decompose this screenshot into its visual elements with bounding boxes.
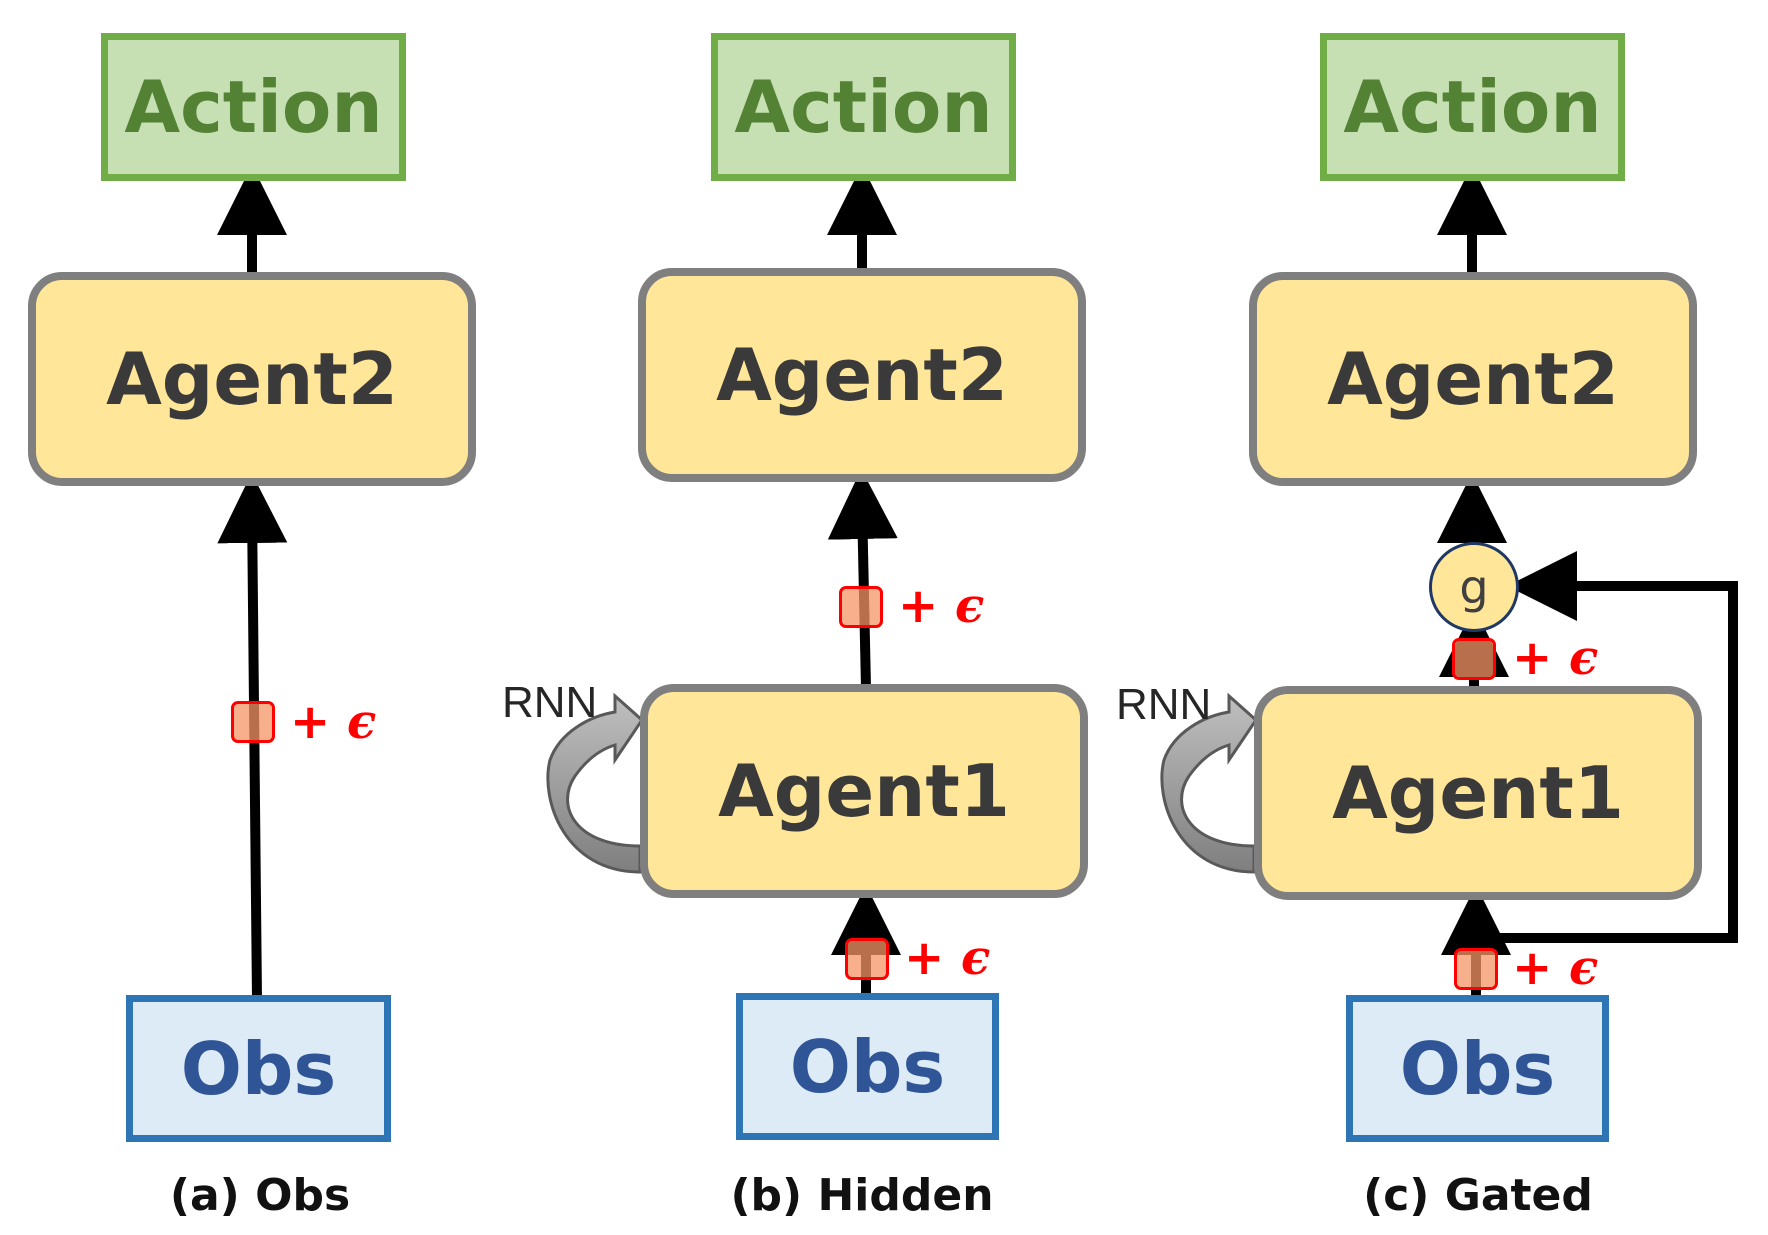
noise-label-c-obs: + ϵ [1512, 940, 1598, 996]
action-box-b: Action [711, 33, 1016, 181]
agent2-box-b: Agent2 [638, 268, 1086, 482]
agent2-box-a: Agent2 [28, 272, 476, 486]
noise-epsilon: ϵ [1568, 940, 1599, 996]
noise-plus: + [290, 694, 331, 750]
gate-node: g [1429, 542, 1519, 632]
action-label: Action [734, 65, 993, 149]
noise-plus: + [898, 578, 939, 634]
noise-label-b-hidden: + ϵ [898, 578, 984, 634]
arrow-c-obs-bypass-to-gate [1476, 551, 1738, 943]
action-label: Action [124, 65, 383, 149]
caption-c: (c) Gated [1363, 1170, 1593, 1221]
noise-marker-b-obs [845, 938, 889, 980]
agent1-box-b: Agent1 [640, 684, 1088, 898]
noise-plus: + [1512, 940, 1553, 996]
noise-marker-b-hidden [839, 586, 883, 628]
noise-marker-c-obs [1454, 948, 1498, 990]
obs-label: Obs [789, 1024, 946, 1109]
obs-label: Obs [1399, 1026, 1556, 1111]
noise-label-b-obs: + ϵ [904, 930, 990, 986]
caption-a: (a) Obs [169, 1170, 351, 1221]
obs-box-b: Obs [736, 993, 999, 1140]
action-box-c: Action [1320, 33, 1625, 181]
action-box-a: Action [101, 33, 406, 181]
caption-b: (b) Hidden [730, 1170, 994, 1221]
noise-epsilon: ϵ [960, 930, 991, 986]
noise-epsilon: ϵ [1568, 630, 1599, 686]
noise-epsilon: ϵ [954, 578, 985, 634]
gate-label: g [1459, 560, 1489, 614]
noise-label-c-hidden: + ϵ [1512, 630, 1598, 686]
agent1-box-c: Agent1 [1254, 686, 1702, 900]
agent1-label: Agent1 [718, 749, 1010, 833]
noise-epsilon: ϵ [346, 694, 377, 750]
noise-plus: + [1512, 630, 1553, 686]
noise-marker-a [231, 701, 275, 743]
obs-box-c: Obs [1346, 995, 1609, 1142]
obs-box-a: Obs [126, 995, 391, 1142]
obs-label: Obs [180, 1026, 337, 1111]
agent1-label: Agent1 [1332, 751, 1624, 835]
action-label: Action [1343, 65, 1602, 149]
rnn-loop-arrow-b [546, 692, 644, 874]
noise-marker-c-hidden [1452, 638, 1496, 680]
rnn-label-b: RNN [502, 678, 598, 727]
agent2-label: Agent2 [1327, 337, 1619, 421]
arrow-a-obs-to-agent2 [217, 473, 288, 1001]
agent2-label: Agent2 [106, 337, 398, 421]
agent2-label: Agent2 [716, 333, 1008, 417]
noise-plus: + [904, 930, 945, 986]
rnn-loop-arrow-c [1160, 692, 1258, 874]
agent2-box-c: Agent2 [1249, 272, 1697, 486]
rnn-label-c: RNN [1116, 680, 1212, 729]
noise-label-a: + ϵ [290, 694, 376, 750]
